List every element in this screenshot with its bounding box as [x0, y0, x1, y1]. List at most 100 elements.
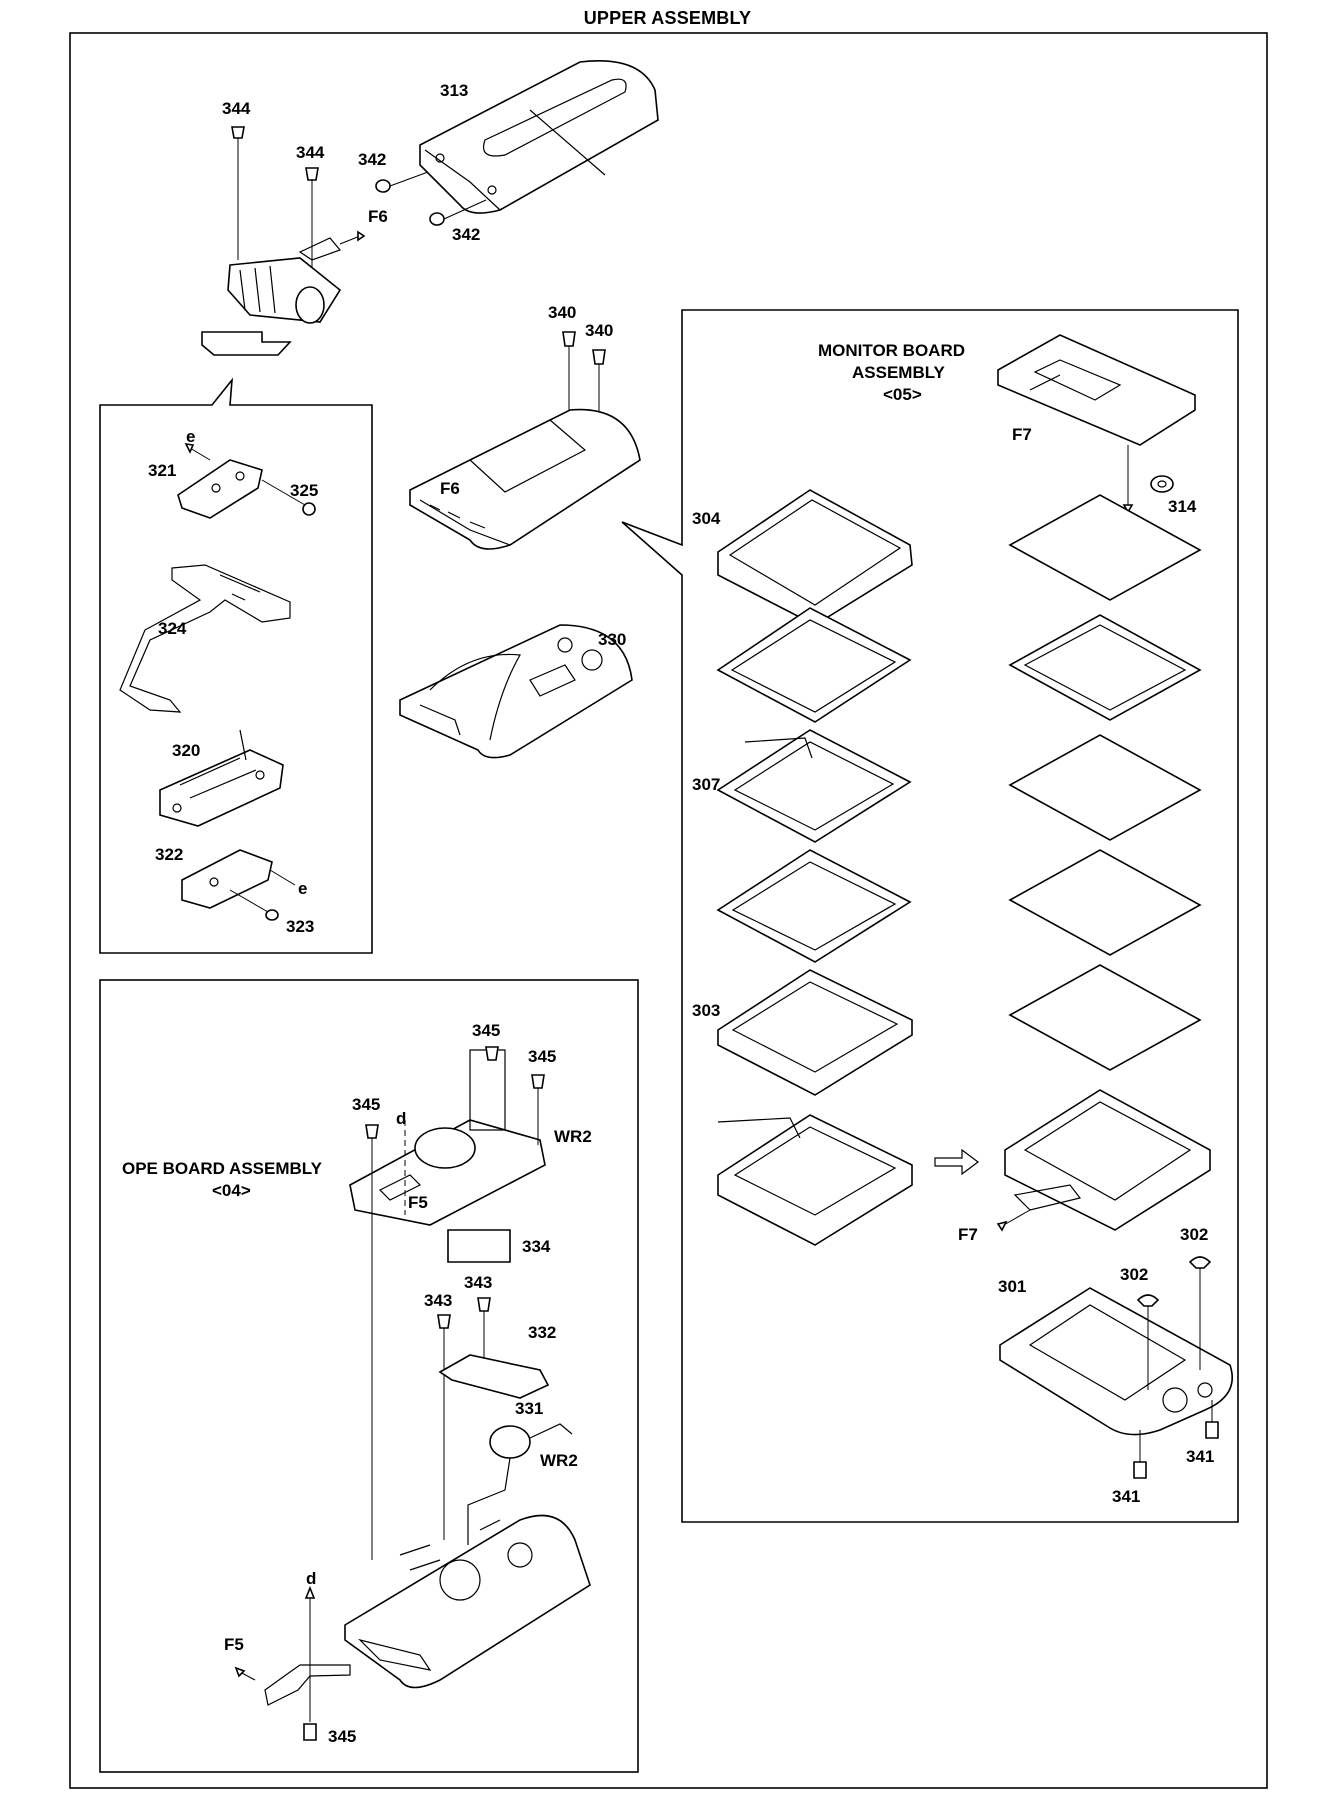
label-f5-a: F5 [408, 1193, 428, 1212]
label-341-a: 341 [1112, 1487, 1140, 1506]
label-345-c: 345 [352, 1095, 380, 1114]
screw-302-a [1136, 1294, 1160, 1390]
label-343-a: 343 [424, 1291, 452, 1310]
hinge-detail-box [99, 377, 373, 954]
ope-board-pcb [349, 1049, 546, 1226]
screw-345-c [365, 1124, 379, 1560]
label-331: 331 [515, 1399, 543, 1418]
screw-343-b [477, 1297, 491, 1360]
part-331-buzzer [467, 1423, 573, 1545]
label-f7-a: F7 [1012, 425, 1032, 444]
label-f7-b: F7 [958, 1225, 978, 1244]
sheet-2 [716, 607, 912, 723]
label-307: 307 [692, 775, 720, 794]
screw-345-a [485, 1046, 499, 1061]
part-330-frame [399, 624, 633, 759]
screw-340-a [562, 331, 576, 420]
label-341-b: 341 [1186, 1447, 1214, 1466]
label-340-b: 340 [585, 321, 613, 340]
screw-342-b [429, 199, 487, 226]
label-d-2: d [306, 1569, 316, 1588]
label-f5-b: F5 [224, 1635, 244, 1654]
screw-345-b [531, 1074, 545, 1145]
label-332: 332 [528, 1323, 556, 1342]
label-313: 313 [440, 81, 468, 100]
labels: 344 344 313 342 342 F6 340 340 F6 e 321 … [122, 81, 1214, 1746]
hinge-assembly [201, 230, 366, 356]
label-340-a: 340 [548, 303, 576, 322]
label-320: 320 [172, 741, 200, 760]
ope-board-box [99, 979, 639, 1773]
part-323-washer [265, 909, 279, 921]
part-332-plate [438, 1354, 550, 1399]
label-e-2: e [298, 879, 307, 898]
part-301-front-cover [999, 1287, 1233, 1436]
monitor-board-box [621, 309, 1239, 1523]
label-d-1: d [396, 1109, 406, 1128]
part-321-bracket [177, 442, 306, 519]
label-325: 325 [290, 481, 318, 500]
label-345-b: 345 [528, 1047, 556, 1066]
screw-344-a [231, 126, 245, 260]
label-wr2-b: WR2 [540, 1451, 578, 1470]
label-ope-code: <04> [212, 1181, 251, 1200]
label-303: 303 [692, 1001, 720, 1020]
sheet-r3 [1008, 734, 1202, 841]
monitor-board-pcb [997, 334, 1196, 514]
part-324-flex-cable [119, 564, 291, 713]
label-324: 324 [158, 619, 187, 638]
screw-342-a [375, 171, 429, 193]
label-302-a: 302 [1180, 1225, 1208, 1244]
label-345-a: 345 [472, 1021, 500, 1040]
screw-341-a [1133, 1430, 1147, 1479]
label-f6-b: F6 [440, 479, 460, 498]
sheet-r1 [1008, 494, 1202, 601]
screw-344-b [305, 167, 319, 270]
label-334: 334 [522, 1237, 551, 1256]
label-e-1: e [186, 427, 195, 446]
sheet-4 [716, 849, 912, 963]
part-322-bracket [181, 849, 296, 913]
ope-flex-cable [234, 1664, 351, 1706]
label-304: 304 [692, 509, 721, 528]
label-344-a: 344 [222, 99, 251, 118]
sheet-r4 [1008, 849, 1202, 956]
part-307-panel [716, 729, 912, 843]
label-323: 323 [286, 917, 314, 936]
sheet-r2 [1008, 614, 1202, 721]
label-monitor-line2: ASSEMBLY [852, 363, 946, 382]
monitor-back-case [409, 408, 641, 550]
label-wr2-a: WR2 [554, 1127, 592, 1146]
label-ope-name: OPE BOARD ASSEMBLY [122, 1159, 323, 1178]
label-302-b: 302 [1120, 1265, 1148, 1284]
label-f6-a: F6 [368, 207, 388, 226]
label-301: 301 [998, 1277, 1026, 1296]
screw-343-a [437, 1314, 451, 1540]
screw-325 [302, 502, 316, 516]
label-322: 322 [155, 845, 183, 864]
assembly-arrow [934, 1148, 979, 1176]
part-313-top-cover [419, 60, 659, 214]
d-arrow-lower [304, 1585, 316, 1722]
part-314-washer [1150, 475, 1174, 493]
label-330: 330 [598, 630, 626, 649]
part-320-bracket [159, 729, 284, 827]
part-303-bezel [717, 969, 913, 1096]
label-344-b: 344 [296, 143, 325, 162]
lcd-module [717, 1114, 913, 1246]
ope-main-base [344, 1514, 591, 1689]
label-342-a: 342 [358, 150, 386, 169]
label-monitor-code: <05> [883, 385, 922, 404]
label-345-d: 345 [328, 1727, 356, 1746]
label-321: 321 [148, 461, 176, 480]
screw-345-d [303, 1723, 317, 1741]
screw-341-b [1205, 1400, 1219, 1439]
page-title: UPPER ASSEMBLY [583, 8, 752, 28]
label-343-b: 343 [464, 1273, 492, 1292]
part-304-lcd-frame [717, 489, 913, 626]
outer-frame [69, 32, 1268, 1789]
label-monitor-line1: MONITOR BOARD [818, 341, 965, 360]
assembled-monitor-frame [996, 1089, 1211, 1232]
part-334-sheet [447, 1229, 511, 1263]
